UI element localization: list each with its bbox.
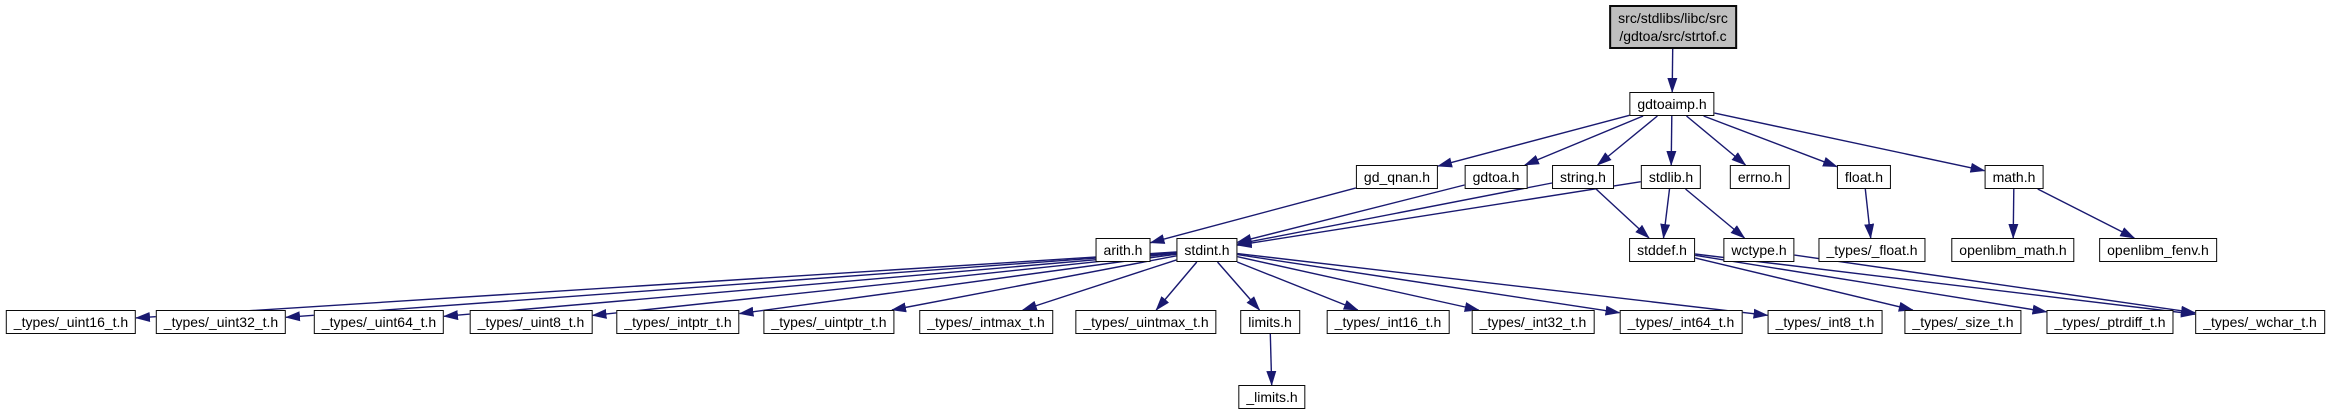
node-wctype-h[interactable]: wctype.h: [1723, 238, 1795, 263]
node-float-h[interactable]: float.h: [1836, 165, 1892, 190]
edge-gdtoaimp-h--math-h: [1714, 112, 1986, 173]
node-string-h[interactable]: string.h: [1552, 165, 1614, 190]
node-types-wchar-t-h[interactable]: _types/_wchar_t.h: [2195, 310, 2325, 335]
node-types-intmax-t-h[interactable]: _types/_intmax_t.h: [919, 310, 1053, 335]
node-types-uint16-t-h[interactable]: _types/_uint16_t.h: [5, 310, 137, 335]
node-errno-h[interactable]: errno.h: [1729, 165, 1791, 190]
edge-gdtoaimp-h--string-h: [1596, 115, 1658, 166]
edge-gdtoaimp-h--float-h: [1703, 115, 1838, 168]
node-types-int16-t-h[interactable]: _types/_int16_t.h: [1326, 310, 1450, 335]
node-arith-h[interactable]: arith.h: [1095, 238, 1151, 263]
edge-stdint-h--types-uint8-t-h: [591, 252, 1177, 319]
edge-stdlib-h--stddef-h: [1660, 188, 1671, 239]
edge-stddef-h--types-size-t-h: [1694, 257, 1914, 312]
edge-gd-qnan-h--arith-h: [1149, 187, 1357, 244]
node-gdtoaimp-h[interactable]: gdtoaimp.h: [1629, 92, 1715, 117]
edge-strtof-c--gdtoaimp-h: [1667, 48, 1678, 93]
edge-stdint-h--types-int64-t-h: [1237, 253, 1621, 316]
edge-gdtoaimp-h--stdlib-h: [1666, 115, 1677, 166]
edge-stddef-h--types-wchar-t-h: [1694, 253, 2196, 318]
edge-stdlib-h--wctype-h: [1685, 188, 1746, 239]
edge-float-h--types-float-h: [1864, 188, 1875, 239]
node-types-uint64-t-h[interactable]: _types/_uint64_t.h: [313, 310, 445, 335]
edge-math-h--openlibm-fenv-h: [2037, 188, 2136, 239]
node-openlibm-fenv-h[interactable]: openlibm_fenv.h: [2099, 238, 2217, 263]
node-types-uintptr-t-h[interactable]: _types/_uintptr_t.h: [763, 310, 895, 335]
node-types-float-h[interactable]: _types/_float.h: [1818, 238, 1926, 263]
edge-gdtoaimp-h--gd-qnan-h: [1437, 114, 1630, 168]
edge-lines: [135, 48, 2196, 386]
node-types-uint32-t-h[interactable]: _types/_uint32_t.h: [155, 310, 287, 335]
edge-stdint-h--types-intptr-t-h: [738, 253, 1177, 317]
edge-limits-h--underscore-limits-h: [1266, 333, 1277, 386]
edge-string-h--stddef-h: [1595, 188, 1650, 239]
edge-math-h--openlibm-math-h: [2008, 188, 2019, 239]
node-types-uint8-t-h[interactable]: _types/_uint8_t.h: [469, 310, 593, 335]
edge-stdint-h--types-int16-t-h: [1236, 261, 1359, 311]
edge-stdint-h--types-int32-t-h: [1237, 256, 1480, 312]
node-underscore-limits-h[interactable]: _limits.h: [1238, 385, 1306, 410]
node-math-h[interactable]: math.h: [1984, 165, 2044, 190]
node-strtof-c: src/stdlibs/libc/src /gdtoa/src/strtof.c: [1609, 5, 1737, 50]
node-types-int64-t-h[interactable]: _types/_int64_t.h: [1619, 310, 1743, 335]
edge-string-h--stdint-h: [1236, 182, 1553, 247]
node-types-uintmax-t-h[interactable]: _types/_uintmax_t.h: [1075, 310, 1217, 335]
node-types-size-t-h[interactable]: _types/_size_t.h: [1904, 310, 2022, 335]
node-types-int32-t-h[interactable]: _types/_int32_t.h: [1471, 310, 1595, 335]
node-types-int8-t-h[interactable]: _types/_int8_t.h: [1767, 310, 1883, 335]
edge-wctype-h--types-wchar-t-h: [1794, 254, 2196, 316]
edge-stdint-h--types-int8-t-h: [1237, 252, 1769, 319]
edge-stdint-h--types-uint64-t-h: [443, 252, 1177, 321]
node-types-intptr-t-h[interactable]: _types/_intptr_t.h: [616, 310, 740, 335]
edge-stddef-h--types-ptrdiff-t-h: [1694, 254, 2048, 315]
node-stdint-h[interactable]: stdint.h: [1176, 238, 1238, 263]
node-stddef-h[interactable]: stddef.h: [1629, 238, 1695, 263]
node-gdtoa-h[interactable]: gdtoa.h: [1464, 165, 1528, 190]
edge-stdint-h--types-uint32-t-h: [285, 251, 1177, 322]
edge-gdtoa-h--stdint-h: [1236, 184, 1465, 244]
node-stdlib-h[interactable]: stdlib.h: [1640, 165, 1702, 190]
node-openlibm-math-h[interactable]: openlibm_math.h: [1951, 238, 2075, 263]
edge-stdint-h--types-intmax-t-h: [1021, 259, 1177, 311]
edge-stdint-h--types-uintmax-t-h: [1155, 261, 1198, 311]
edge-stdint-h--limits-h: [1216, 261, 1261, 311]
edge-stdlib-h--stdint-h: [1236, 181, 1642, 248]
edge-gdtoaimp-h--gdtoa-h: [1523, 115, 1644, 166]
node-types-ptrdiff-t-h[interactable]: _types/_ptrdiff_t.h: [2046, 310, 2174, 335]
node-limits-h[interactable]: limits.h: [1240, 310, 1300, 335]
edge-stdint-h--types-uint16-t-h: [135, 251, 1177, 323]
edge-gdtoaimp-h--errno-h: [1686, 115, 1747, 166]
node-gd-qnan-h[interactable]: gd_qnan.h: [1355, 165, 1439, 190]
edge-stdint-h--types-uintptr-t-h: [891, 255, 1177, 313]
